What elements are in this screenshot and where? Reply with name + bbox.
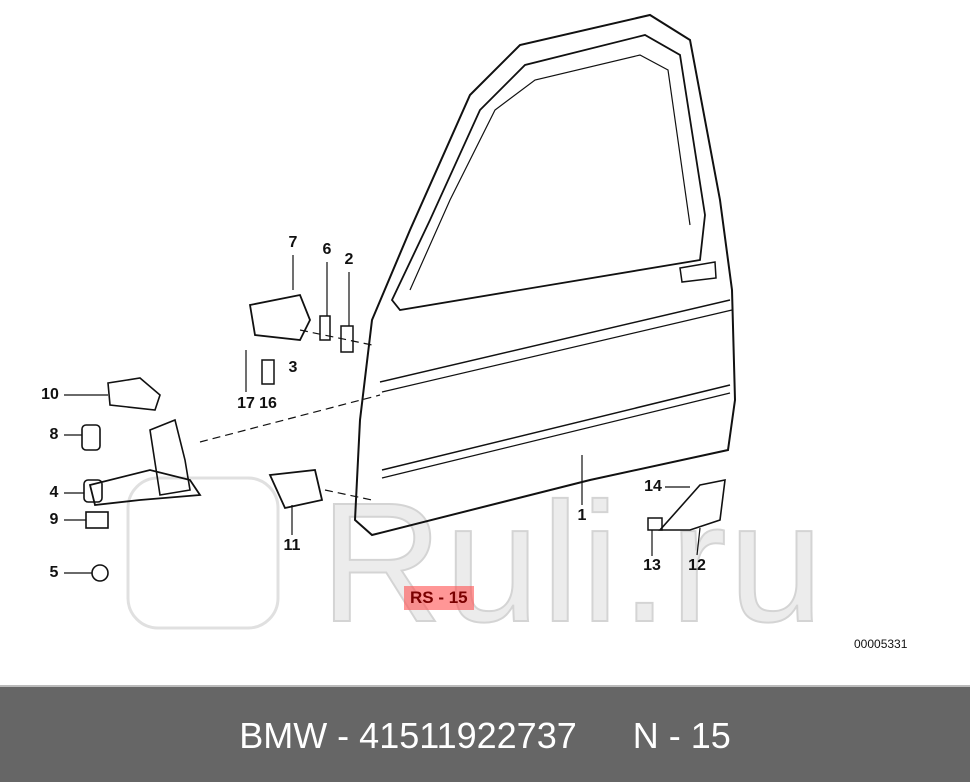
callout-6: 6 bbox=[322, 241, 332, 258]
callout-9: 9 bbox=[49, 511, 59, 528]
lower-hinge bbox=[268, 469, 324, 510]
callout-16: 16 bbox=[259, 395, 277, 412]
callout-1: 1 bbox=[577, 507, 587, 524]
watermark-logo-icon bbox=[126, 476, 280, 630]
window-frame bbox=[390, 34, 706, 311]
callout-3: 3 bbox=[288, 359, 298, 376]
callout-11: 11 bbox=[283, 537, 301, 554]
part-number-label: BMW - 41511922737 bbox=[239, 714, 577, 756]
door-illustration bbox=[64, 13, 737, 630]
callout-7: 7 bbox=[288, 234, 298, 251]
door-handle bbox=[679, 261, 717, 283]
callout-17: 17 bbox=[237, 395, 255, 412]
callout-8: 8 bbox=[49, 426, 59, 443]
callout-12: 12 bbox=[688, 557, 706, 574]
bracket bbox=[658, 478, 726, 531]
buffer-block bbox=[107, 377, 161, 411]
door-check-strap bbox=[88, 469, 202, 506]
watermark-text: Ruli.ru bbox=[319, 468, 826, 658]
callout-2: 2 bbox=[344, 251, 354, 268]
callout-14: 14 bbox=[644, 478, 662, 495]
footer-bar: BMW - 41511922737 N - 15 bbox=[0, 685, 970, 782]
door-shell bbox=[353, 13, 737, 537]
upper-hinge bbox=[248, 293, 311, 341]
diagram-code: 00005331 bbox=[854, 637, 908, 651]
callout-4: 4 bbox=[49, 484, 59, 501]
position-label: N - 15 bbox=[632, 714, 731, 756]
section-badge: RS - 15 bbox=[404, 586, 474, 610]
callout-13: 13 bbox=[643, 557, 661, 574]
callout-5: 5 bbox=[49, 564, 59, 581]
callout-10: 10 bbox=[41, 386, 59, 403]
